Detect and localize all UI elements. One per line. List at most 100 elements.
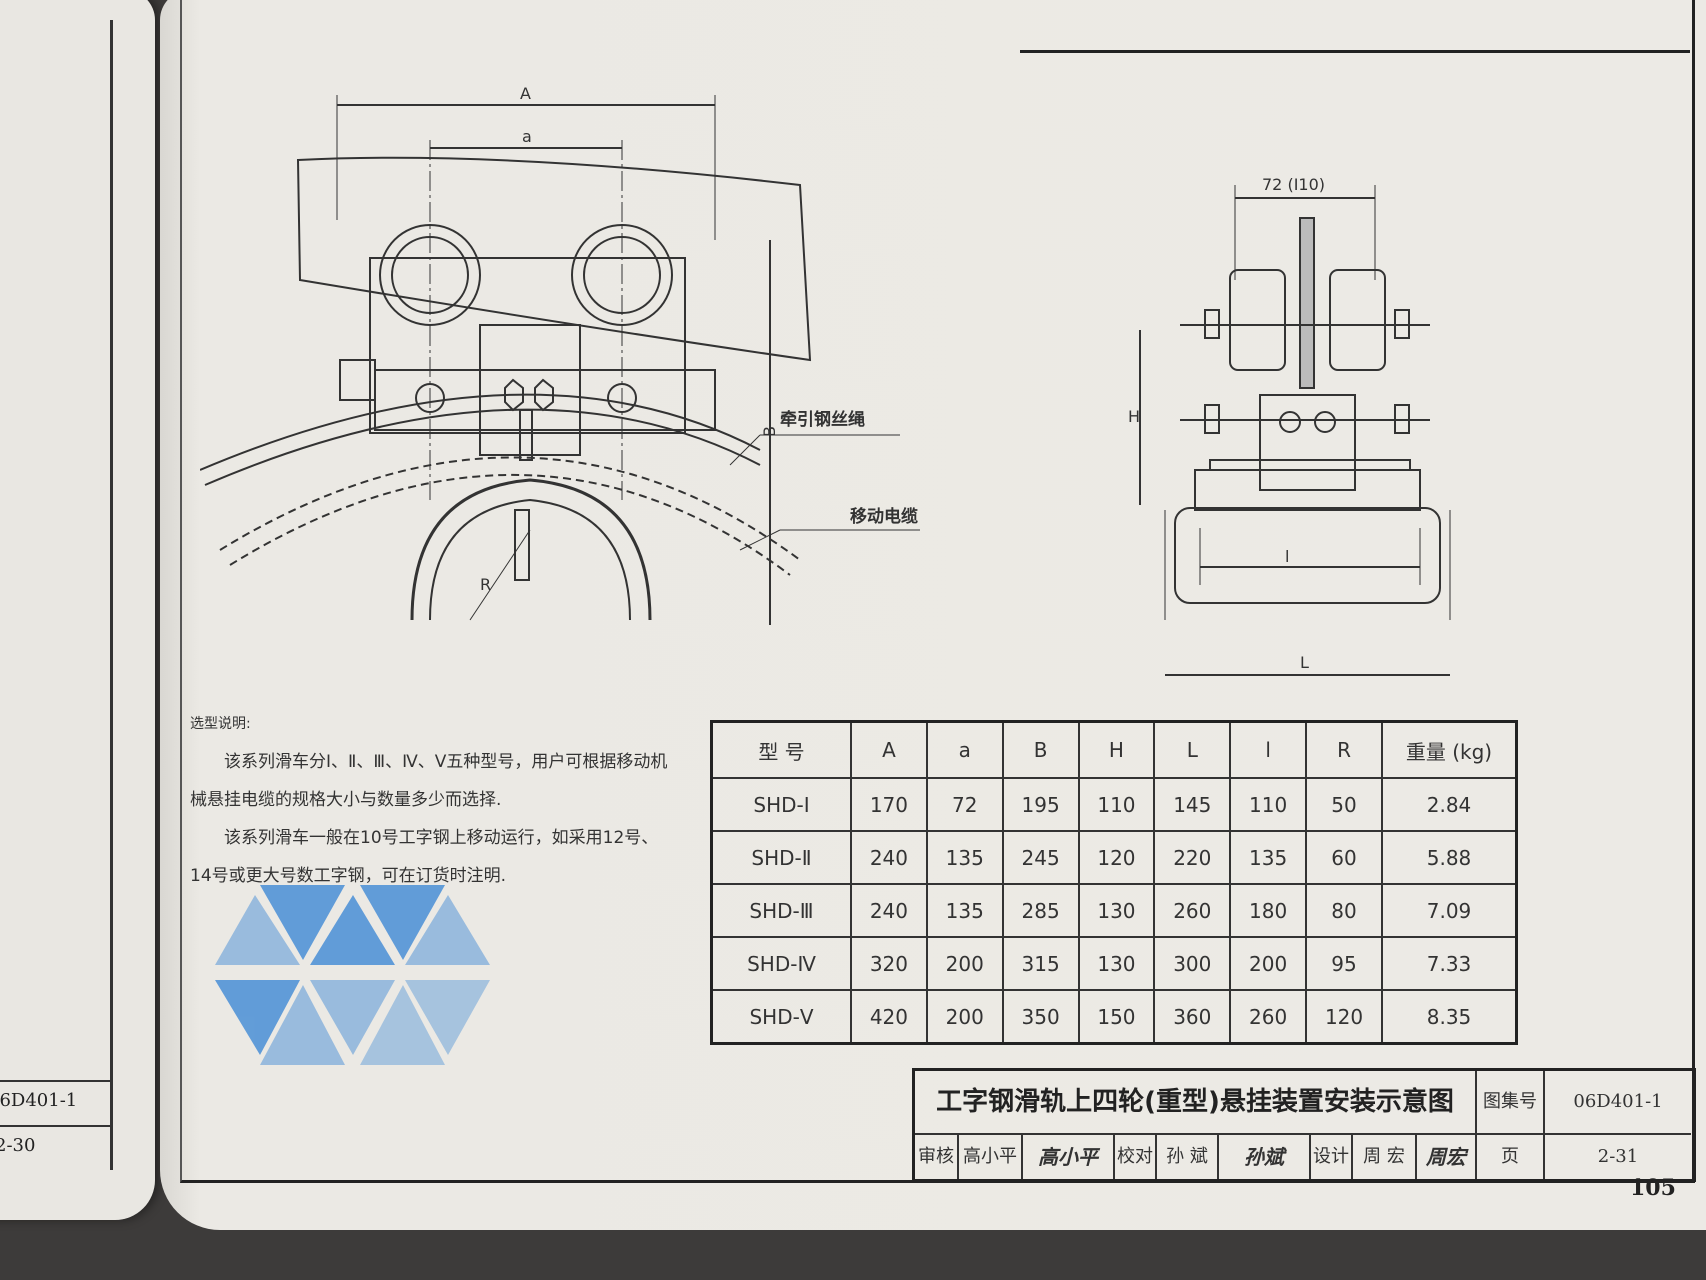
header-A: A xyxy=(850,720,928,779)
model-cell: SHD-Ⅲ xyxy=(710,883,852,938)
left-page: 06D401-1 2-30 xyxy=(0,0,155,1220)
value-cell: 200 xyxy=(925,936,1004,991)
value-cell: 320 xyxy=(850,936,928,991)
value-cell: 50 xyxy=(1305,777,1383,832)
model-cell: SHD-Ⅰ xyxy=(710,777,852,832)
value-cell: 220 xyxy=(1153,830,1232,885)
value-cell: 360 xyxy=(1153,989,1232,1045)
trolley-side-view-drawing: 72 (I10) l L H xyxy=(1128,175,1451,676)
divider xyxy=(0,1080,110,1082)
value-cell: 95 xyxy=(1305,936,1383,991)
value-cell: 200 xyxy=(1229,936,1308,991)
header-B: B xyxy=(1001,720,1080,779)
watermark-logo xyxy=(215,885,490,1065)
value-cell: 80 xyxy=(1305,883,1383,938)
design-label: 设计 xyxy=(1311,1135,1353,1179)
trolley-front-view-drawing: A a R B 牵引钢丝绳 移动电缆 xyxy=(200,84,920,625)
header-H: H xyxy=(1077,720,1156,779)
value-cell: 420 xyxy=(850,989,928,1045)
table-header-row: 型 号 A a B H L l R 重量 (kg) xyxy=(710,720,1518,779)
value-cell: 195 xyxy=(1001,777,1080,832)
value-cell: 130 xyxy=(1077,883,1156,938)
value-cell: 8.35 xyxy=(1381,989,1518,1045)
value-cell: 60 xyxy=(1305,830,1383,885)
value-cell: 200 xyxy=(925,989,1004,1045)
notes-heading: 选型说明: xyxy=(190,716,251,732)
mobile-cable-label: 移动电缆 xyxy=(850,506,918,527)
value-cell: 315 xyxy=(1001,936,1080,991)
value-cell: 245 xyxy=(1001,830,1080,885)
value-cell: 260 xyxy=(1229,989,1308,1045)
value-cell: 120 xyxy=(1077,830,1156,885)
dim-L-label: L xyxy=(1300,653,1309,672)
value-cell: 7.33 xyxy=(1381,936,1518,991)
model-cell: SHD-Ⅴ xyxy=(710,989,852,1045)
dim-H-label: H xyxy=(1128,407,1140,426)
value-cell: 170 xyxy=(850,777,928,832)
header-l: l xyxy=(1229,720,1308,779)
value-cell: 2.84 xyxy=(1381,777,1518,832)
value-cell: 110 xyxy=(1229,777,1308,832)
value-cell: 145 xyxy=(1153,777,1232,832)
value-cell: 240 xyxy=(850,830,928,885)
value-cell: 260 xyxy=(1153,883,1232,938)
value-cell: 5.88 xyxy=(1381,830,1518,885)
selection-notes: 选型说明: 该系列滑车分Ⅰ、Ⅱ、Ⅲ、Ⅳ、Ⅴ五种型号，用户可根据移动机械悬挂电缆的… xyxy=(190,705,670,895)
review-signature: 高小平 xyxy=(1023,1135,1115,1179)
check-signature: 孙斌 xyxy=(1219,1135,1311,1179)
value-cell: 285 xyxy=(1001,883,1080,938)
value-cell: 110 xyxy=(1077,777,1156,832)
value-cell: 7.09 xyxy=(1381,883,1518,938)
check-name: 孙 斌 xyxy=(1157,1135,1219,1179)
design-signature: 周宏 xyxy=(1417,1135,1477,1179)
value-cell: 135 xyxy=(1229,830,1308,885)
left-page-number: 2-30 xyxy=(0,1135,36,1156)
divider xyxy=(0,1125,110,1127)
value-cell: 72 xyxy=(925,777,1004,832)
dim-a-label: a xyxy=(522,127,532,146)
dim-l-label: l xyxy=(1285,547,1289,566)
notes-paragraph: 该系列滑车一般在10号工字钢上移动运行，如采用12号、14号或更大号数工字钢，可… xyxy=(190,828,659,886)
drawing-title: 工字钢滑轨上四轮(重型)悬挂装置安装示意图 xyxy=(915,1071,1477,1135)
frame-top-line xyxy=(1020,50,1690,53)
value-cell: 135 xyxy=(925,883,1004,938)
value-cell: 135 xyxy=(925,830,1004,885)
model-cell: SHD-Ⅱ xyxy=(710,830,852,885)
notes-paragraph: 该系列滑车分Ⅰ、Ⅱ、Ⅲ、Ⅳ、Ⅴ五种型号，用户可根据移动机械悬挂电缆的规格大小与数… xyxy=(190,752,668,810)
header-a: a xyxy=(925,720,1004,779)
design-name: 周 宏 xyxy=(1353,1135,1417,1179)
header-L: L xyxy=(1153,720,1232,779)
dim-A-label: A xyxy=(520,84,531,103)
header-R: R xyxy=(1305,720,1383,779)
value-cell: 180 xyxy=(1229,883,1308,938)
book-page-number: 105 xyxy=(1630,1175,1676,1201)
page-label: 页 xyxy=(1477,1135,1545,1179)
value-cell: 120 xyxy=(1305,989,1383,1045)
header-weight: 重量 (kg) xyxy=(1381,720,1518,779)
dim-72-label: 72 (I10) xyxy=(1262,175,1325,194)
atlas-label: 图集号 xyxy=(1477,1071,1545,1135)
dim-R-label: R xyxy=(480,575,491,594)
title-block: 工字钢滑轨上四轮(重型)悬挂装置安装示意图 图集号 06D401-1 审核 高小… xyxy=(912,1068,1696,1182)
left-page-frame xyxy=(0,20,113,1170)
value-cell: 150 xyxy=(1077,989,1156,1045)
header-model: 型 号 xyxy=(710,720,852,779)
left-atlas-code: 06D401-1 xyxy=(0,1090,78,1111)
page-value: 2-31 xyxy=(1597,1146,1639,1167)
value-cell: 130 xyxy=(1077,936,1156,991)
review-label: 审核 xyxy=(915,1135,959,1179)
model-cell: SHD-Ⅳ xyxy=(710,936,852,991)
atlas-value: 06D401-1 xyxy=(1545,1071,1691,1135)
review-name: 高小平 xyxy=(959,1135,1023,1179)
value-cell: 300 xyxy=(1153,936,1232,991)
dim-B-label: B xyxy=(760,426,779,437)
check-label: 校对 xyxy=(1115,1135,1157,1179)
value-cell: 350 xyxy=(1001,989,1080,1045)
traction-wire-label: 牵引钢丝绳 xyxy=(780,409,865,430)
